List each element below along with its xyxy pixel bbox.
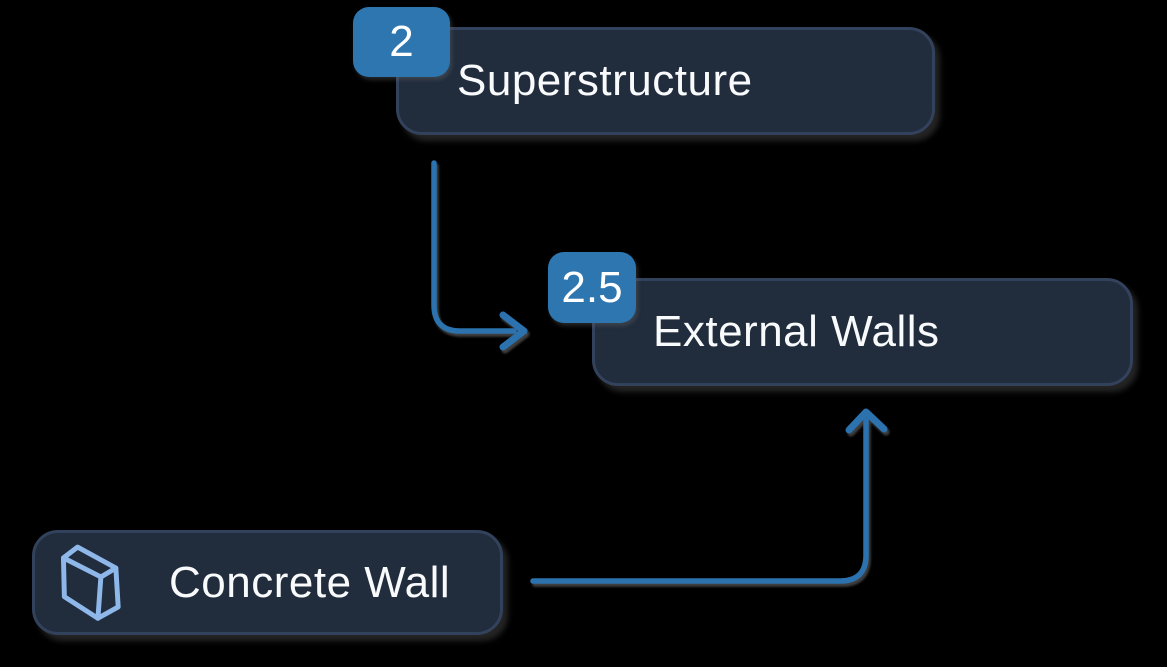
node-external-walls[interactable]: 2.5 External Walls [548,252,1133,386]
cube-icon [56,543,126,623]
wbs-code-badge: 2 [353,7,450,77]
node-superstructure[interactable]: 2 Superstructure [353,7,935,135]
node-concrete-wall[interactable]: Concrete Wall [32,530,503,635]
edge-concrete-wall-to-external-walls [530,408,888,584]
wbs-code-text: 2 [389,17,414,66]
wbs-code-badge: 2.5 [548,252,636,323]
edge-superstructure-to-external-walls [431,160,528,351]
wbs-code-text: 2.5 [561,262,623,312]
node-label: Superstructure [457,56,753,105]
node-label: Concrete Wall [169,557,451,607]
node-label: External Walls [653,307,940,356]
